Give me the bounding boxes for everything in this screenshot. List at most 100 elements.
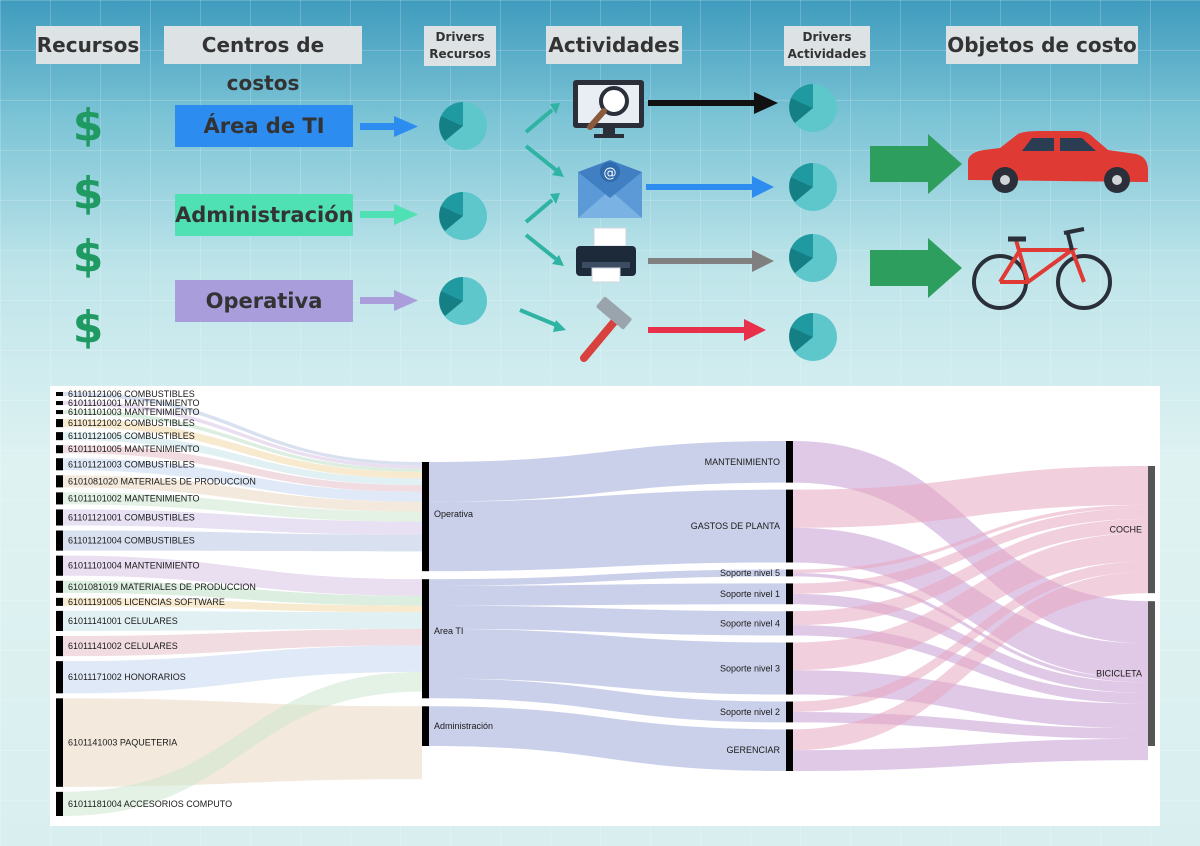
sankey-node [56, 445, 63, 454]
cost-center-operativa: Operativa [175, 280, 353, 322]
dollar-icon: $ [72, 302, 104, 353]
cost-center-administracion: Administración [175, 194, 354, 236]
dollar-icon: $ [72, 100, 104, 151]
flow-account-center [63, 445, 422, 492]
flow-activity-object [793, 518, 1148, 626]
cost-center-area-ti: Área de TI [175, 105, 353, 147]
email-icon: @ [578, 160, 642, 218]
sankey-node-label: Soporte nivel 3 [720, 664, 780, 674]
flow-center-activity [429, 441, 786, 502]
header-drivers-recursos-line2: Recursos [429, 47, 491, 61]
sankey-node-label: 61101121003 COMBUSTIBLES [68, 459, 195, 469]
flow-center-activity [429, 678, 786, 723]
flow-center-activity [429, 628, 786, 695]
arrow-monitor-driver [648, 92, 778, 114]
flow-activity-object [793, 508, 1148, 594]
sankey-node [56, 597, 63, 606]
flow-account-center [63, 458, 422, 502]
sankey-node [56, 698, 63, 787]
sankey-node-label: 61101121004 COMBUSTIBLES [68, 536, 195, 546]
sankey-node-label: GERENCIAR [726, 745, 780, 755]
flow-account-center [63, 610, 422, 632]
sankey-node [56, 555, 63, 576]
sankey-node [786, 642, 793, 695]
sankey-node-label: 61101121005 COMBUSTIBLES [68, 431, 195, 441]
sankey-flows [63, 392, 1148, 816]
arrow-email-driver [646, 176, 774, 198]
header-objetos-de-costo: Objetos de costo [946, 26, 1138, 64]
flow-account-center [63, 671, 422, 816]
sankey-node-label: 61011101001 MANTENIMIENTO [68, 398, 200, 408]
sankey-node [786, 489, 793, 563]
green-arrow-bicycle [870, 238, 962, 298]
flow-activity-object [793, 572, 1148, 683]
flow-account-center [63, 419, 422, 479]
flow-center-activity [429, 569, 786, 586]
flow-activity-object [793, 561, 1148, 712]
flow-account-center [63, 410, 422, 472]
flow-account-center [63, 492, 422, 522]
flow-activity-object [793, 533, 1148, 671]
sankey-node-label: 6101081019 MATERIALES DE PRODUCCION [68, 582, 256, 592]
flow-center-activity [429, 605, 786, 636]
sankey-node-label: Area TI [434, 626, 463, 636]
sankey-node-label: 61011191005 LICENCIAS SOFTWARE [68, 597, 225, 607]
sankey-node [56, 432, 63, 441]
flow-activity-object [793, 738, 1148, 771]
sankey-node [786, 701, 793, 723]
flow-account-center [63, 509, 422, 535]
flow-center-activity [429, 489, 786, 572]
sankey-node [786, 611, 793, 636]
flow-account-center [63, 432, 422, 486]
sankey-node-label: 61101121001 COMBUSTIBLES [68, 512, 195, 522]
teal-arrows [519, 103, 566, 332]
flow-account-center [63, 580, 422, 606]
dollar-icon: $ [72, 168, 104, 219]
sankey-node-label: Administración [434, 721, 493, 731]
sankey-node [422, 462, 429, 572]
sankey-node-label: MANTENIMIENTO [705, 457, 780, 467]
sankey-node-label: Soporte nivel 1 [720, 589, 780, 599]
sankey-node-label: 61011171002 HONORARIOS [68, 672, 186, 682]
sankey-node [1148, 466, 1155, 594]
sankey-node [56, 419, 63, 428]
flow-center-activity [429, 583, 786, 606]
arrow-area-ti-driver [360, 116, 418, 137]
sankey-node [786, 583, 793, 605]
flow-activity-object [793, 593, 1148, 694]
sankey-node-label: BICICLETA [1096, 669, 1142, 679]
green-arrow-car [870, 134, 962, 194]
activity-driver-pie [789, 233, 837, 282]
sankey-node [56, 401, 63, 406]
sankey-node [56, 392, 63, 397]
activity-driver-pie [789, 83, 837, 132]
monitor-search-icon [573, 80, 644, 138]
sankey-node-label: 6101141003 PAQUETERIA [68, 738, 177, 748]
flow-account-center [63, 597, 422, 613]
sankey-node [56, 636, 63, 657]
flow-center-activity [429, 706, 786, 771]
sankey-node-label: 61011141001 CELULARES [68, 616, 178, 626]
resource-driver-pie [439, 276, 487, 325]
sankey-node [56, 580, 63, 593]
sankey-node [56, 492, 63, 505]
flow-account-center [63, 555, 422, 596]
flow-activity-object [793, 504, 1148, 573]
arrow-printer-driver [648, 250, 774, 272]
header-drivers-recursos-line1: Drivers [435, 30, 485, 44]
sankey-node-label: GASTOS DE PLANTA [691, 521, 780, 531]
bicycle-icon [972, 227, 1112, 310]
header-centros-de-costos: Centros de costos [164, 26, 362, 95]
flow-activity-object [793, 670, 1148, 729]
header-recursos: Recursos [36, 26, 140, 64]
sankey-node-label: 6101081020 MATERIALES DE PRODUCCION [68, 476, 256, 486]
sankey-node [56, 475, 63, 488]
sankey-node [786, 569, 793, 577]
flow-account-center [63, 475, 422, 512]
arrow-administracion-driver [360, 204, 418, 225]
flow-account-center [63, 645, 422, 694]
